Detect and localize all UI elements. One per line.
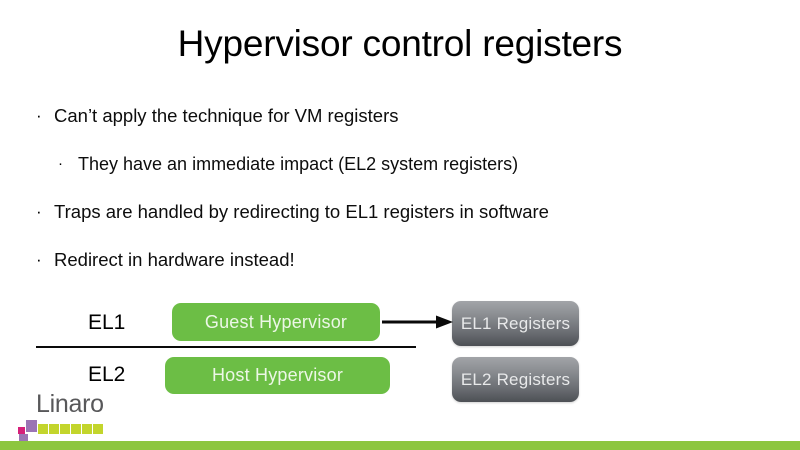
el2-registers-box: EL2 Registers (452, 357, 579, 402)
redirect-arrow-icon (382, 315, 453, 329)
exception-level-divider-line (36, 346, 416, 348)
bullet-marker-icon: · (36, 106, 42, 125)
logo-square-green-4 (71, 424, 81, 434)
el2-level-label: EL2 (88, 363, 126, 386)
bullet-text: Redirect in hardware instead! (54, 249, 295, 270)
bullet-text: Can’t apply the technique for VM registe… (54, 105, 399, 126)
el1-level-label: EL1 (88, 311, 126, 334)
el1-registers-box: EL1 Registers (452, 301, 579, 346)
bullet-marker-icon: · (36, 202, 42, 221)
logo-square-purple-upper (26, 420, 37, 432)
bullet-marker-icon: · (36, 250, 42, 269)
slide-title: Hypervisor control registers (177, 23, 623, 64)
logo-square-green-2 (49, 424, 59, 434)
logo-square-green-6 (93, 424, 103, 434)
linaro-logo: Linaro (18, 390, 118, 442)
guest-hypervisor-box: Guest Hypervisor (172, 303, 380, 341)
logo-square-green-1 (38, 424, 48, 434)
bullet-list: · Can’t apply the technique for VM regis… (36, 104, 756, 296)
logo-square-magenta-small (18, 427, 25, 434)
bullet-item-4: · Redirect in hardware instead! (36, 248, 756, 272)
footer-accent-bar (0, 441, 800, 450)
host-hypervisor-box: Host Hypervisor (165, 357, 390, 394)
linaro-wordmark: Linaro (36, 390, 104, 418)
logo-square-green-3 (60, 424, 70, 434)
linaro-logo-squares (18, 420, 103, 442)
el2-registers-label: EL2 Registers (460, 369, 571, 389)
bullet-item-1: · Can’t apply the technique for VM regis… (36, 104, 756, 128)
host-hypervisor-label: Host Hypervisor (211, 365, 344, 385)
bullet-text: They have an immediate impact (EL2 syste… (78, 154, 519, 174)
bullet-text: Traps are handled by redirecting to EL1 … (54, 201, 549, 222)
guest-hypervisor-label: Guest Hypervisor (204, 311, 348, 332)
logo-square-green-5 (82, 424, 92, 434)
el1-registers-label: EL1 Registers (460, 313, 571, 333)
bullet-marker-icon: · (58, 155, 63, 172)
bullet-item-2: · They have an immediate impact (EL2 sys… (36, 152, 756, 176)
logo-square-purple-lower (19, 434, 28, 442)
bullet-item-3: · Traps are handled by redirecting to EL… (36, 200, 756, 224)
